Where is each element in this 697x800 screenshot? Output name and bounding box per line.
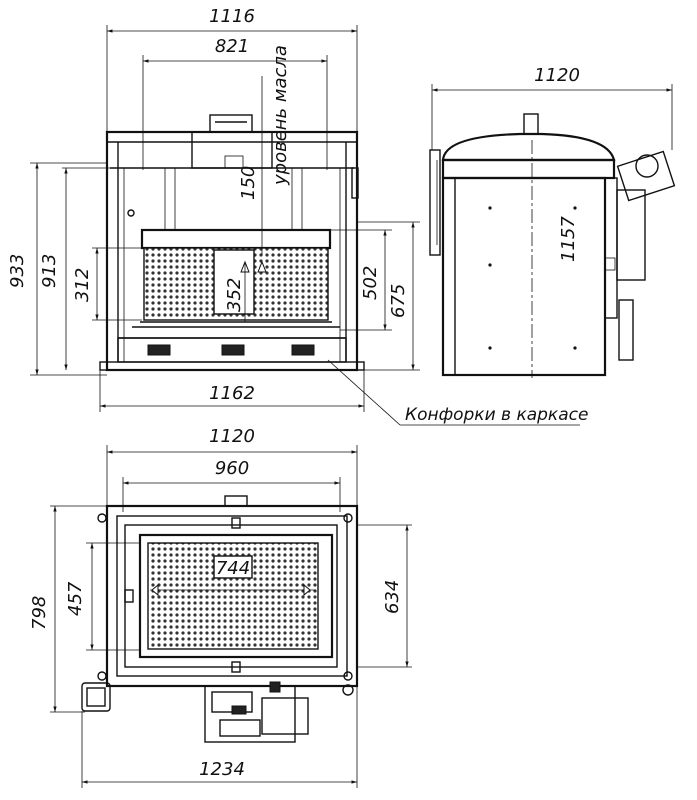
- dim-front-basket-height: 312: [72, 247, 142, 321]
- side-screws: [488, 206, 577, 350]
- dim-front-tank-depth: 502: [330, 229, 392, 331]
- front-basket-rim: [140, 228, 332, 250]
- top-depth-total-label: 798: [29, 596, 50, 630]
- top-basket-rim: [138, 533, 334, 659]
- dim-front-bottom-width: 1162: [99, 370, 365, 412]
- front-right-bracket: [351, 167, 359, 199]
- dim-side-overall-width: 1120: [431, 65, 673, 150]
- front-top-handle: [209, 114, 253, 133]
- top-overall-width-label: 1120: [209, 426, 255, 447]
- top-bottom-width-label: 1234: [199, 759, 245, 780]
- front-burner-1: [147, 344, 171, 356]
- oil-level-marker: уровень масла 150: [238, 45, 291, 273]
- top-inner-depth-label: 634: [382, 580, 403, 614]
- dim-top-basket-depth: 457: [65, 542, 140, 651]
- side-top-knob: [523, 113, 539, 135]
- front-bottom-width-label: 1162: [209, 383, 255, 404]
- dim-top-depth-total: 798: [29, 505, 107, 713]
- front-basket-label-box: [213, 249, 255, 315]
- side-overall-width-label: 1120: [534, 65, 580, 86]
- front-height-frame-label: 913: [39, 254, 60, 288]
- dim-top-inner-depth: 634: [357, 524, 412, 668]
- side-left-panel: [429, 149, 441, 256]
- dim-top-bottom-width: 1234: [81, 686, 358, 788]
- dim-front-tank-height: 675: [357, 221, 420, 371]
- side-body: [441, 176, 607, 377]
- basket-inner-label: 352: [224, 278, 245, 312]
- side-lid-band: [441, 158, 616, 180]
- side-motor: [616, 150, 676, 202]
- side-lower-box: [618, 299, 634, 361]
- side-view: 1120 1157: [429, 65, 676, 378]
- front-burner-2: [221, 344, 245, 356]
- side-motor-pulley: [635, 154, 659, 178]
- top-left-latch: [124, 589, 134, 603]
- top-basket-label-box: [213, 555, 253, 579]
- front-base: [99, 361, 365, 371]
- dim-top-inner-width: 960: [122, 458, 341, 512]
- side-lid: [441, 132, 616, 162]
- top-drive-unit: [81, 681, 354, 743]
- top-basket-depth-label: 457: [65, 581, 86, 616]
- front-left-knob: [127, 209, 135, 217]
- front-basket-height-label: 312: [72, 268, 93, 302]
- oil-level-offset-label: 150: [238, 166, 259, 200]
- burner-callout: Конфорки в каркасе: [327, 359, 588, 426]
- side-right-rail: [604, 177, 618, 319]
- dim-front-height-total: 933: [7, 162, 107, 376]
- oil-level-label: уровень масла: [270, 45, 291, 186]
- top-valve: [224, 495, 248, 507]
- front-height-total-label: 933: [7, 254, 28, 288]
- front-inner-width-label: 821: [215, 36, 249, 57]
- front-tank-depth-label: 502: [360, 266, 381, 300]
- dim-front-overall-width: 1116: [106, 6, 358, 132]
- side-height-label: 1157: [558, 216, 579, 262]
- burner-callout-label: Конфорки в каркасе: [405, 405, 588, 425]
- front-view: 1116 821: [7, 6, 420, 412]
- dim-front-height-frame: 913: [39, 167, 118, 370]
- top-inner-width-label: 960: [215, 458, 249, 479]
- top-corner-bolts: [97, 513, 353, 681]
- top-basket-width-label: 744: [216, 558, 250, 579]
- front-burner-3: [291, 344, 315, 356]
- side-gearbox: [616, 189, 646, 281]
- front-tank-height-label: 675: [388, 284, 409, 318]
- front-overall-width-label: 1116: [209, 6, 255, 27]
- dim-top-overall-width: 1120: [106, 426, 358, 512]
- top-view: 1120 960 744: [29, 426, 412, 788]
- dim-front-inner-width: 821: [142, 36, 328, 170]
